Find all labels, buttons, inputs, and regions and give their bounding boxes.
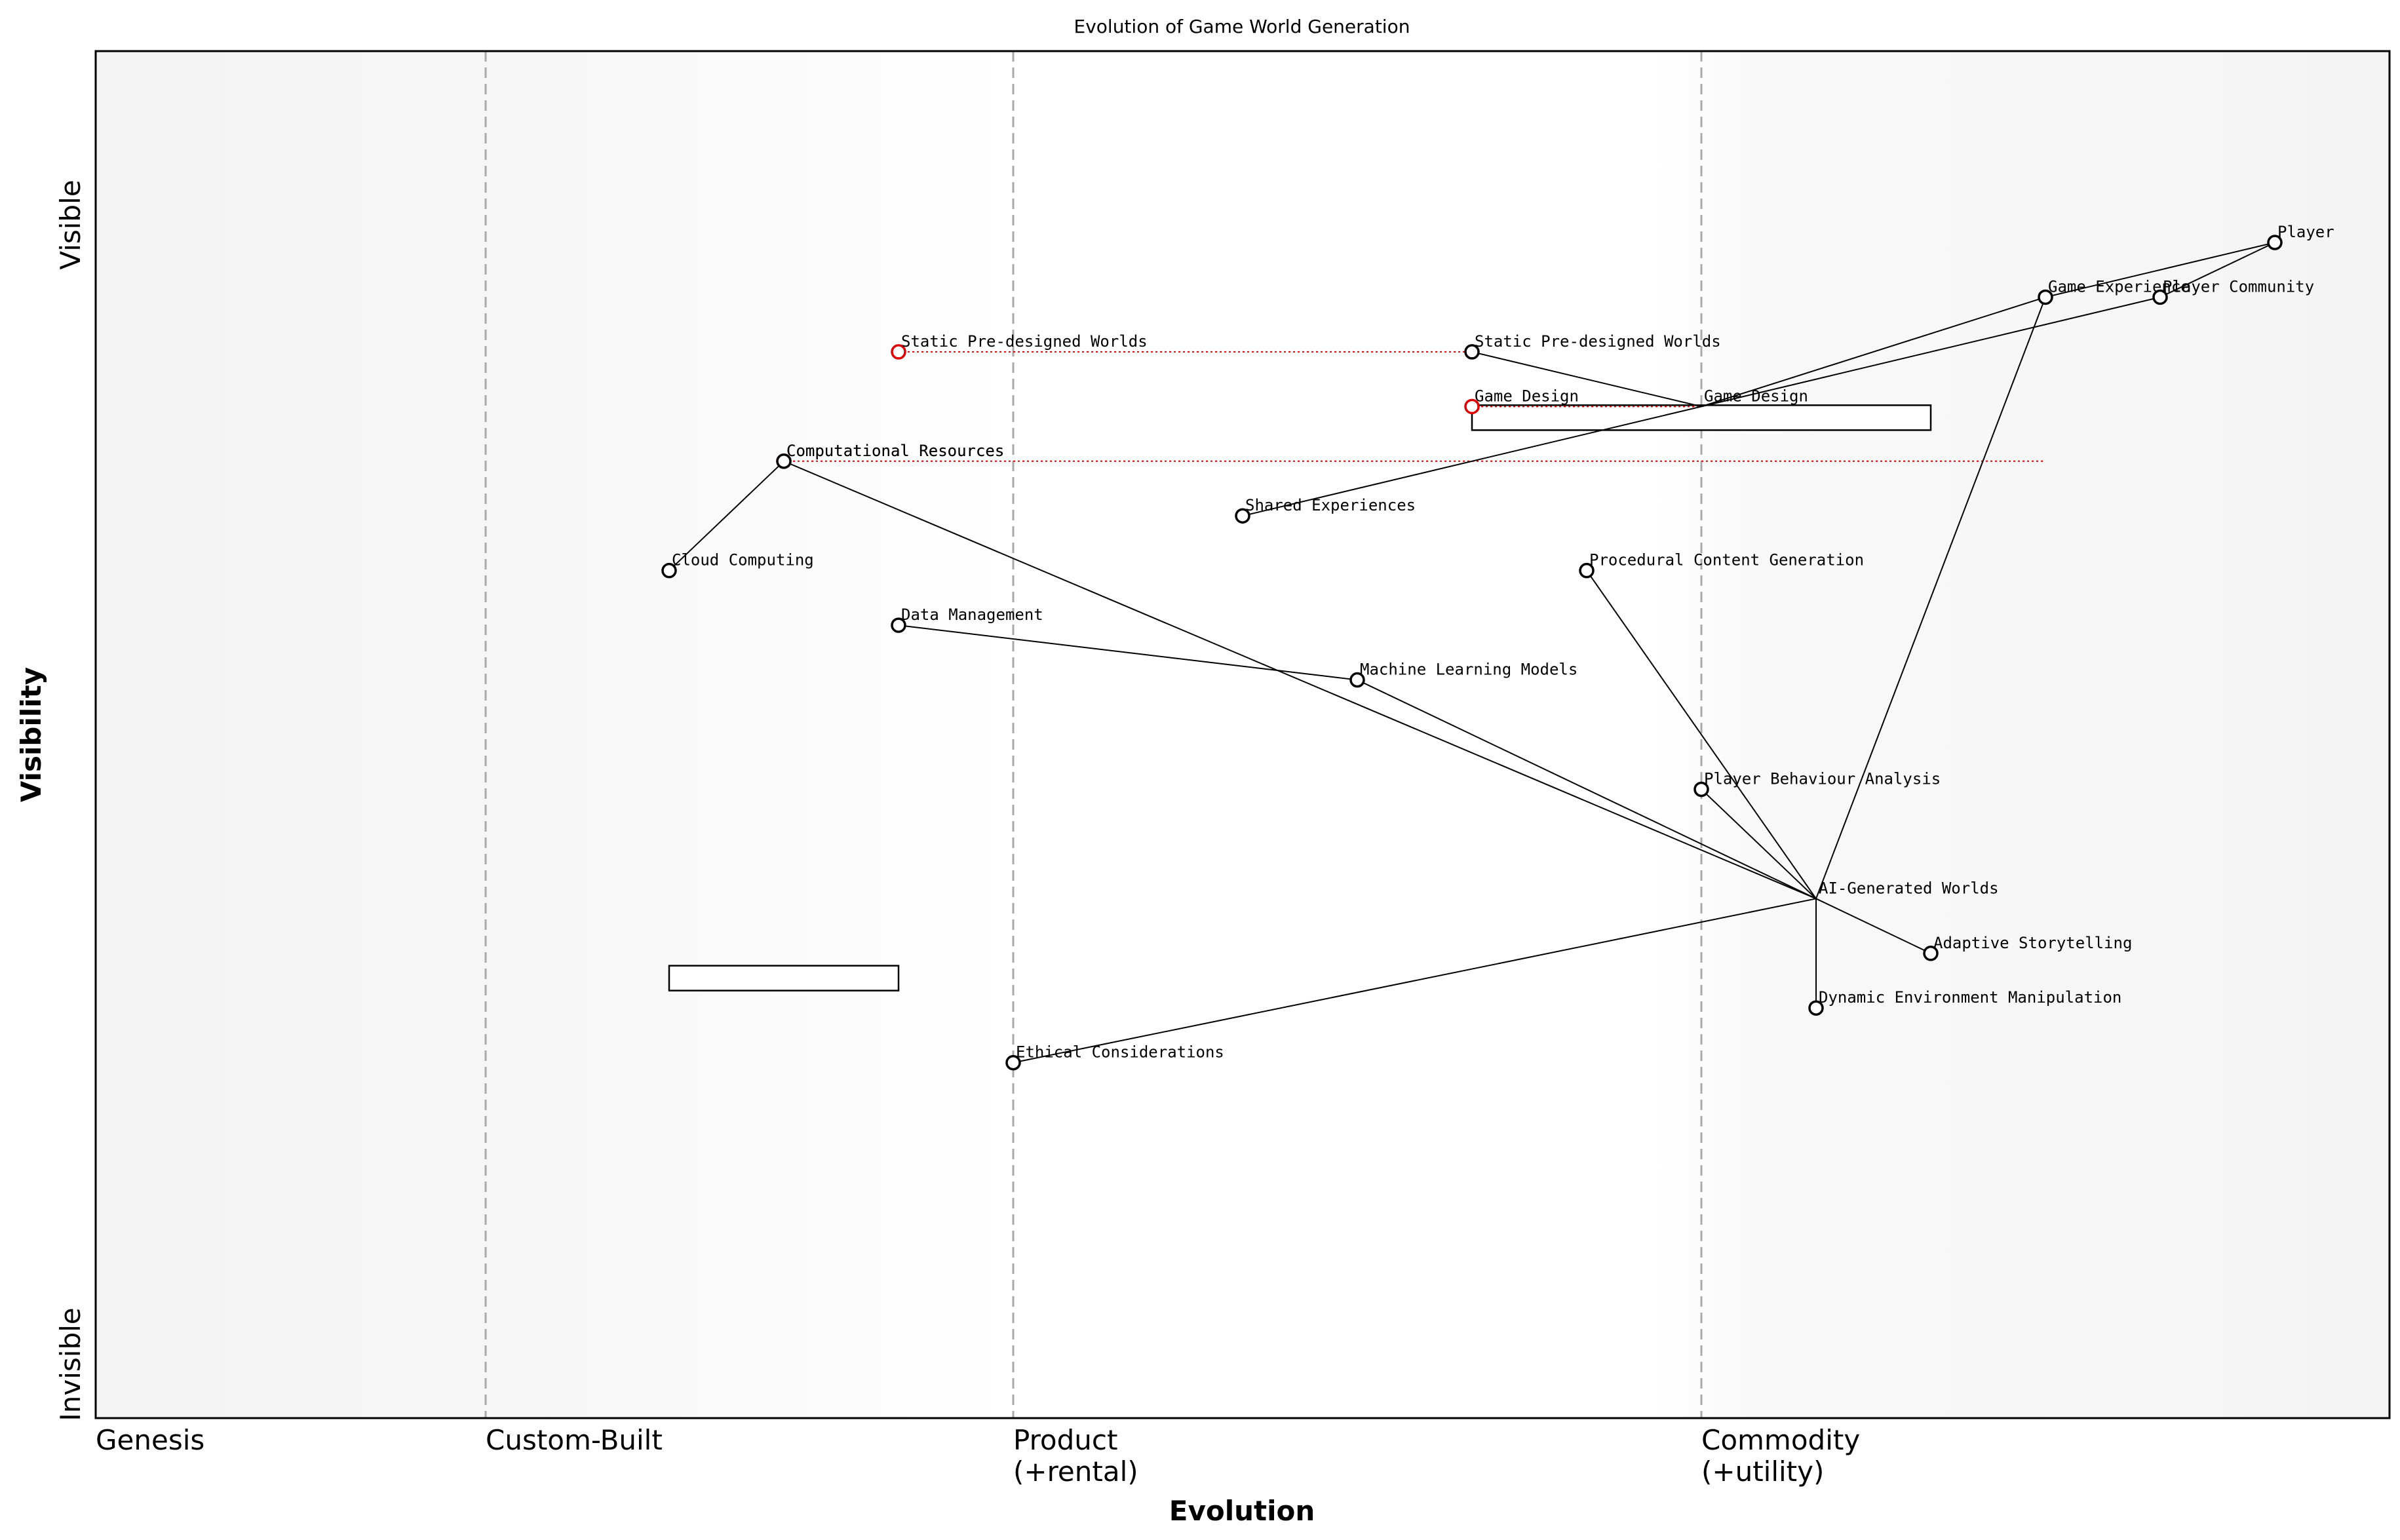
component-label-adaptive_storytelling: Adaptive Storytelling	[1933, 934, 2132, 952]
dependency-links	[668, 242, 2275, 1064]
link-ai_worlds-adaptive_storytelling	[1815, 898, 1931, 954]
component-node-procedural_content	[1579, 562, 1595, 579]
component-label-ethical_considerations: Ethical Considerations	[1016, 1043, 1224, 1062]
component-node-data_management	[891, 617, 906, 633]
evolution-origin-node-1	[891, 344, 906, 360]
plot-frame	[94, 50, 2391, 1419]
y-top-label: Visible	[54, 180, 87, 269]
component-node-computational_resources	[776, 453, 792, 469]
component-node-adaptive_storytelling	[1923, 946, 1939, 961]
evolution-lines	[784, 351, 2045, 462]
component-label-data_management: Data Management	[901, 606, 1043, 624]
link-player-player_community	[2159, 242, 2275, 298]
pipeline-2	[668, 965, 900, 991]
evolution-origin-label-3: Computational Resources	[786, 442, 1004, 460]
component-node-dynamic_environment	[1808, 1000, 1824, 1016]
plot-background	[96, 51, 2390, 1418]
component-node-ml_models	[1349, 672, 1365, 688]
component-node-player	[2267, 235, 2283, 250]
component-label-player_behaviour: Player Behaviour Analysis	[1704, 769, 1941, 788]
link-player-game_experience	[2045, 242, 2275, 298]
component-label-player: Player	[2277, 223, 2334, 241]
component-label-static_worlds: Static Pre-designed Worlds	[1475, 332, 1721, 351]
stage-lines	[484, 51, 1703, 1418]
link-game_design-shared_experiences	[1242, 406, 1702, 517]
y-axis-title: Visibility	[15, 667, 47, 802]
component-node-ethical_considerations	[1005, 1054, 1021, 1071]
map-title: Evolution of Game World Generation	[1074, 16, 1410, 37]
link-game_experience-ai_worlds	[1815, 297, 2046, 899]
evolution-origin-label-2: Game Design	[1475, 387, 1579, 405]
link-game_design-static_worlds	[1471, 351, 1702, 408]
link-ml_models-ai_worlds	[1357, 679, 1817, 900]
stage-label-1: Genesis	[96, 1424, 204, 1456]
component-label-ml_models: Machine Learning Models	[1360, 661, 1577, 679]
evolution-origin-label-1: Static Pre-designed Worlds	[901, 332, 1148, 351]
pipeline-1	[1471, 404, 1932, 431]
component-label-cloud_computing: Cloud Computing	[672, 551, 814, 569]
link-data_management-ml_models	[898, 625, 1358, 681]
link-player_behaviour-ai_worlds	[1701, 788, 1817, 900]
component-label-dynamic_environment: Dynamic Environment Manipulation	[1819, 988, 2121, 1007]
component-label-computational_resources: Computational Resources	[786, 442, 1004, 460]
stage-label-3: Product	[1013, 1424, 1117, 1456]
component-label-shared_experiences: Shared Experiences	[1245, 496, 1416, 514]
stage-sublabel-3: (+rental)	[1013, 1455, 1138, 1488]
component-node-game_experience	[2038, 289, 2053, 305]
link-player_community-game_design	[1701, 296, 2161, 408]
component-label-game_design: Game Design	[1704, 387, 1808, 405]
stage-sublabel-4: (+utility)	[1701, 1455, 1824, 1488]
x-axis-title: Evolution	[1169, 1495, 1315, 1527]
component-label-player_community: Player Community	[2163, 277, 2314, 296]
stage-label-4: Commodity	[1701, 1424, 1860, 1456]
link-ai_worlds-ethical_considerations	[1013, 898, 1817, 1064]
component-node-static_worlds	[1464, 344, 1480, 360]
link-game_experience-game_design	[1701, 296, 2046, 408]
y-bottom-label: Invisible	[54, 1307, 87, 1421]
component-node-player_community	[2152, 289, 2168, 305]
link-computational_resources-ai_worlds	[783, 460, 1817, 900]
link-computational_resources-cloud_computing	[668, 461, 784, 571]
link-procedural_content-ai_worlds	[1586, 570, 1817, 899]
component-node-shared_experiences	[1235, 508, 1250, 524]
component-label-procedural_content: Procedural Content Generation	[1589, 551, 1864, 569]
evolution-origin-node-2	[1464, 398, 1480, 415]
component-node-player_behaviour	[1694, 781, 1709, 798]
stage-label-2: Custom-Built	[486, 1424, 663, 1456]
component-label-ai_worlds: AI-Generated Worlds	[1819, 879, 1999, 897]
stage-labels: Genesis Custom-Built Product(+rental) Commo…	[96, 1424, 1860, 1488]
pipelines	[668, 404, 1932, 991]
component-node-cloud_computing	[661, 562, 677, 579]
